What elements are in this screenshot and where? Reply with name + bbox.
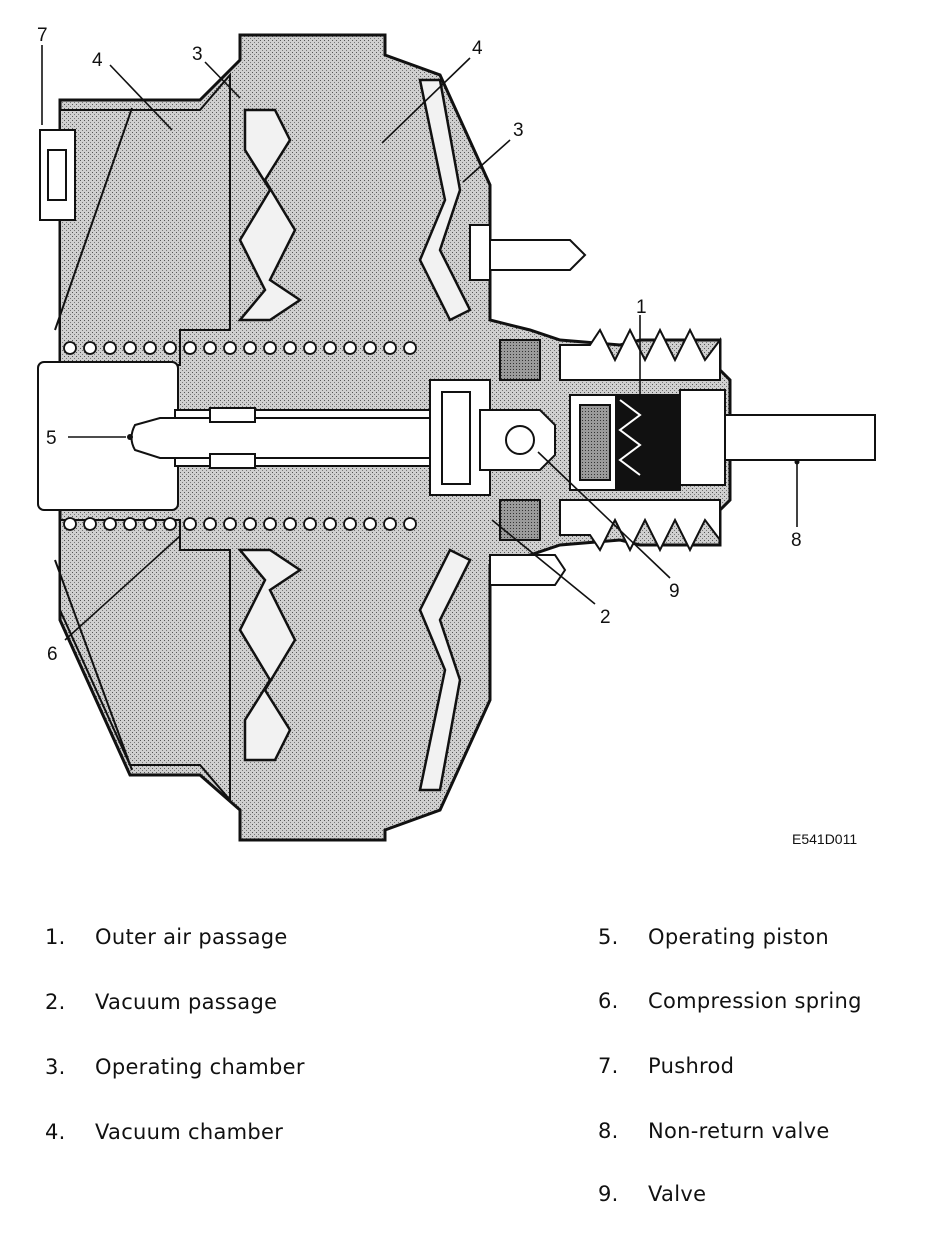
legend-label: Outer air passage xyxy=(95,925,288,949)
legend-label: Pushrod xyxy=(648,1054,735,1078)
callout-3-left: 3 xyxy=(192,44,203,65)
legend-number: 5. xyxy=(598,925,619,949)
callout-9: 9 xyxy=(669,581,680,602)
callout-4-left: 4 xyxy=(92,50,103,71)
legend-label: Non-return valve xyxy=(648,1119,830,1143)
front-vacuum-chamber xyxy=(59,72,231,366)
legend-number: 9. xyxy=(598,1182,619,1206)
diaphragm-lower-2 xyxy=(418,548,472,792)
legend-label: Vacuum passage xyxy=(95,990,278,1014)
callout-4-right: 4 xyxy=(472,38,483,59)
legend-label: Operating piston xyxy=(648,925,829,949)
callout-8: 7 xyxy=(37,25,48,46)
callout-1: 1 xyxy=(636,297,647,318)
callout-2: 2 xyxy=(600,607,611,628)
legend-label: Compression spring xyxy=(648,989,862,1013)
legend-number: 7. xyxy=(598,1054,619,1078)
legend-number: 3. xyxy=(45,1055,66,1079)
legend-label: Valve xyxy=(648,1182,707,1206)
diaphragm-lower-1 xyxy=(237,548,303,762)
legend-number: 1. xyxy=(45,925,66,949)
callout-6: 6 xyxy=(47,644,58,665)
figure-code: E541D011 xyxy=(792,831,857,847)
legend-number: 4. xyxy=(45,1120,66,1144)
brake-booster-cross-section: 7 4 3 4 3 1 5 6 8 9 2 E541D011 xyxy=(37,25,876,847)
mounting-stud-upper xyxy=(489,239,587,271)
leader-lines xyxy=(41,45,798,641)
callout-7: 8 xyxy=(791,530,802,551)
legend-label: Vacuum chamber xyxy=(95,1120,284,1144)
mounting-stud-lower xyxy=(489,554,567,586)
legend-label: Operating chamber xyxy=(95,1055,305,1079)
compression-spring xyxy=(63,341,417,531)
legend-number: 8. xyxy=(598,1119,619,1143)
operating-piston xyxy=(130,417,436,459)
callout-5: 5 xyxy=(46,428,57,449)
legend-number: 6. xyxy=(598,989,619,1013)
diaphragm-upper-1 xyxy=(237,108,303,322)
diaphragm-upper-2 xyxy=(418,78,472,322)
legend-number: 2. xyxy=(45,990,66,1014)
callout-3-right: 3 xyxy=(513,120,524,141)
